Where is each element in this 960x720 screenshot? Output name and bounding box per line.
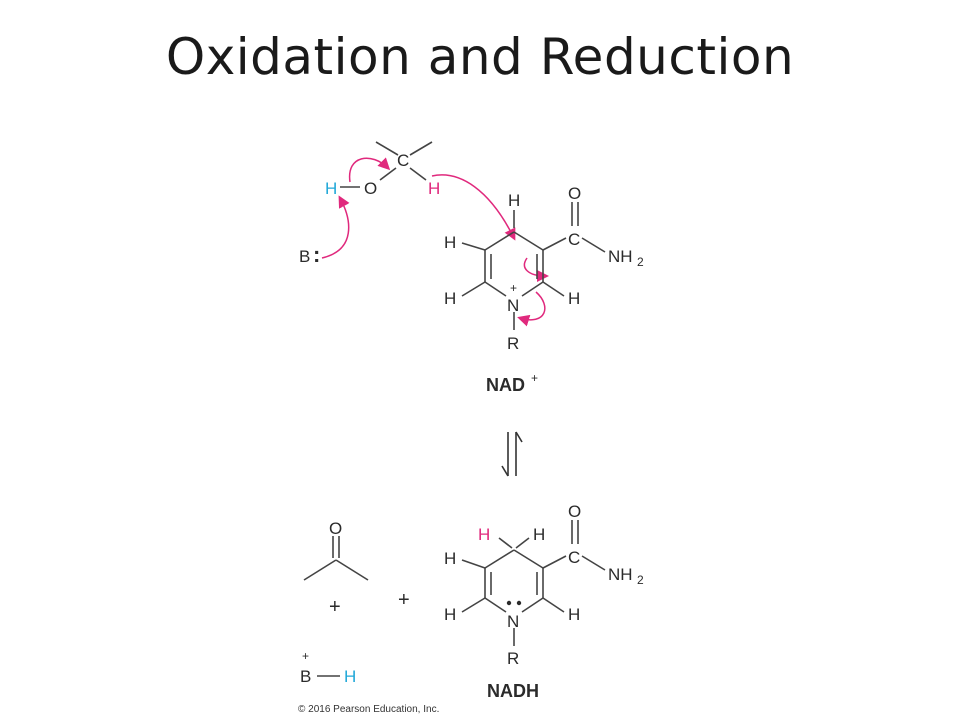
nadh-lone-pair-dot-2 (516, 600, 522, 606)
base-charge: + (302, 649, 309, 663)
ring-r-group: R (507, 334, 519, 353)
arrow-oh-to-oc (348, 157, 391, 183)
amide-o-atom: O (568, 184, 581, 203)
plus-sign-1: + (329, 596, 341, 618)
page-title: Oxidation and Reduction (165, 28, 795, 86)
ketone-right (335, 559, 369, 581)
bond-c4-h-magenta (498, 537, 513, 549)
nadh-ring-bond-2 (513, 549, 544, 569)
amide-sub: 2 (637, 255, 644, 269)
nadh-ring-h-top: H (533, 525, 545, 544)
bond-ring-amide (542, 237, 567, 251)
bond-right-h (542, 281, 565, 297)
equilibrium-arrows (501, 431, 523, 477)
nadh-ring-r-group: R (507, 649, 519, 668)
nadh-lone-pair-dot-1 (506, 600, 512, 606)
base-h-atom: H (344, 667, 356, 686)
alcohol-o-atom: O (364, 179, 377, 198)
alcohol-ch-atom: H (428, 179, 440, 198)
equilibrium-arrow-up-head (515, 431, 523, 443)
nadh-ring-h-left-lower: H (444, 605, 456, 624)
bond-c-h (409, 167, 427, 181)
base-lone-pair: : (313, 242, 320, 267)
nadh-ring-h-magenta: H (478, 525, 490, 544)
bond-o-c (379, 167, 397, 181)
nadh-ring-bond-1 (484, 549, 515, 569)
bond-c-upper-left (375, 141, 399, 156)
alcohol-c-atom: C (397, 151, 409, 170)
arrow-to-nitrogen (517, 291, 546, 327)
nadh-bond-c-n (581, 555, 606, 571)
ring-h-left-lower: H (444, 289, 456, 308)
ketone-left (303, 559, 337, 581)
arrow-hydride-to-ring (431, 174, 516, 241)
arrow-ring-double-bond (523, 257, 549, 282)
ring-h-left-upper: H (444, 233, 456, 252)
nadh-amide-sub: 2 (637, 573, 644, 587)
nad-plus-label: NAD (486, 375, 525, 395)
arrow-base-to-h (321, 195, 350, 259)
ketone-o-atom: O (329, 519, 342, 538)
plus-sign-2: + (398, 589, 410, 611)
ring-bond-1 (484, 231, 515, 251)
nadh-bond-ring-amide (542, 555, 567, 569)
ring-n-atom: N (507, 296, 519, 315)
nadh-ring-h-left-upper: H (444, 549, 456, 568)
nadh-ring-bond-5 (484, 597, 507, 613)
bond-c-upper-right (409, 141, 433, 156)
bond-left-lower-h (461, 281, 486, 297)
nadh-amide-nh-atom: NH (608, 565, 633, 584)
nadh-ring-h-right: H (568, 605, 580, 624)
ring-bond-2 (513, 231, 544, 251)
base-atom-bottom: B (300, 667, 311, 686)
bond-c4-h (515, 537, 530, 549)
alcohol-h-atom: H (325, 179, 337, 198)
copyright: © 2016 Pearson Education, Inc. (298, 704, 439, 715)
base-atom: B (299, 247, 310, 266)
nad-plus-reaction: H O C H B : H H H H N (299, 141, 644, 395)
ring-bond-5 (484, 281, 507, 297)
ring-h-top: H (508, 191, 520, 210)
equilibrium-arrow-down-head (501, 465, 509, 477)
nadh-ring-n-atom: N (507, 612, 519, 631)
nadh-bond-left-lower-h (461, 597, 486, 613)
amide-nh-atom: NH (608, 247, 633, 266)
ring-n-charge: + (510, 281, 517, 295)
ring-bond-6 (521, 281, 544, 297)
bond-c-n (581, 237, 606, 253)
nadh-bond-right-h (542, 597, 565, 613)
nadh-bond-left-upper-h (461, 559, 486, 569)
ring-h-right: H (568, 289, 580, 308)
nad-plus-charge: + (531, 371, 538, 385)
nadh-amide-o-atom: O (568, 502, 581, 521)
nadh-products: O + + + B H H H H H H N R (300, 502, 644, 701)
nadh-label: NADH (487, 681, 539, 701)
nadh-amide-c-atom: C (568, 548, 580, 567)
nadh-ring-bond-6 (521, 597, 544, 613)
bond-left-upper-h (461, 242, 486, 251)
amide-c-atom: C (568, 230, 580, 249)
